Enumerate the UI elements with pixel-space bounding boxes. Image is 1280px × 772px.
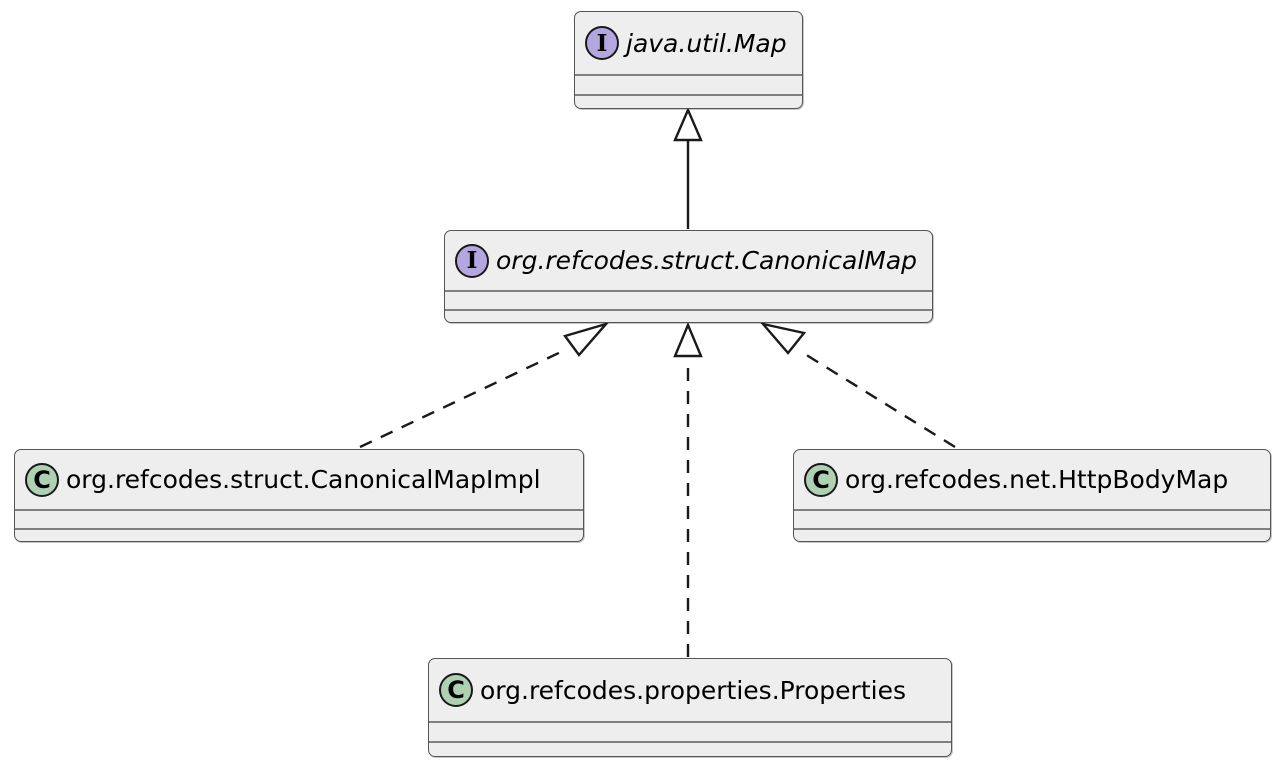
node-title-area: I java.util.Map bbox=[575, 12, 802, 74]
hollow-triangle-arrowhead bbox=[759, 322, 807, 355]
interface-i-icon: I bbox=[455, 243, 489, 278]
node-label: org.refcodes.net.HttpBodyMap bbox=[845, 465, 1229, 494]
node-separator-operations bbox=[429, 741, 951, 743]
node-title-row: C org.refcodes.net.HttpBodyMap bbox=[803, 462, 1270, 497]
node-separator-attributes bbox=[429, 721, 951, 723]
node-label: org.refcodes.struct.CanonicalMap bbox=[496, 246, 918, 275]
edge-properties-implements-canonicalmap bbox=[673, 321, 703, 657]
node-title-row: I java.util.Map bbox=[584, 26, 802, 60]
edge-line bbox=[799, 349, 956, 449]
node-title-area: C org.refcodes.struct.CanonicalMapImpl bbox=[15, 450, 583, 509]
node-title-area: C org.refcodes.net.HttpBodyMap bbox=[794, 450, 1270, 509]
node-label: java.util.Map bbox=[626, 28, 787, 58]
hollow-triangle-arrowhead bbox=[673, 321, 703, 358]
node-title-row: C org.refcodes.properties.Properties bbox=[438, 673, 951, 707]
node-separator-attributes bbox=[575, 74, 802, 76]
edge-canonicalmap-extends-map bbox=[673, 106, 703, 229]
uml-node-canonical-map-impl[interactable]: C org.refcodes.struct.CanonicalMapImpl bbox=[14, 449, 584, 542]
class-c-icon: C bbox=[439, 673, 473, 707]
edge-httpbodymap-implements-canonicalmap bbox=[759, 322, 956, 449]
class-c-icon: C bbox=[25, 462, 59, 497]
node-label: org.refcodes.properties.Properties bbox=[480, 675, 906, 705]
node-separator-operations bbox=[445, 309, 932, 311]
node-title-row: C org.refcodes.struct.CanonicalMapImpl bbox=[24, 462, 583, 497]
node-separator-operations bbox=[575, 94, 802, 96]
uml-node-canonical-map[interactable]: I org.refcodes.struct.CanonicalMap bbox=[444, 230, 933, 323]
interface-i-icon: I bbox=[585, 26, 619, 60]
uml-node-http-body-map[interactable]: C org.refcodes.net.HttpBodyMap bbox=[793, 449, 1271, 542]
edge-line bbox=[359, 349, 564, 449]
node-title-area: C org.refcodes.properties.Properties bbox=[429, 659, 951, 721]
uml-node-properties[interactable]: C org.refcodes.properties.Properties bbox=[428, 658, 952, 757]
class-c-icon: C bbox=[804, 462, 838, 497]
node-separator-attributes bbox=[445, 290, 932, 292]
node-separator-operations bbox=[15, 528, 583, 530]
hollow-triangle-arrowhead bbox=[673, 106, 703, 142]
edge-canonicalmapimpl-implements-canonicalmap bbox=[359, 321, 610, 449]
node-separator-operations bbox=[794, 528, 1270, 530]
node-title-area: I org.refcodes.struct.CanonicalMap bbox=[445, 231, 932, 290]
hollow-triangle-arrowhead bbox=[563, 321, 610, 357]
uml-node-java-util-map[interactable]: I java.util.Map bbox=[574, 11, 803, 109]
node-label: org.refcodes.struct.CanonicalMapImpl bbox=[66, 465, 541, 494]
node-separator-attributes bbox=[15, 509, 583, 511]
node-separator-attributes bbox=[794, 509, 1270, 511]
node-title-row: I org.refcodes.struct.CanonicalMap bbox=[454, 243, 932, 278]
